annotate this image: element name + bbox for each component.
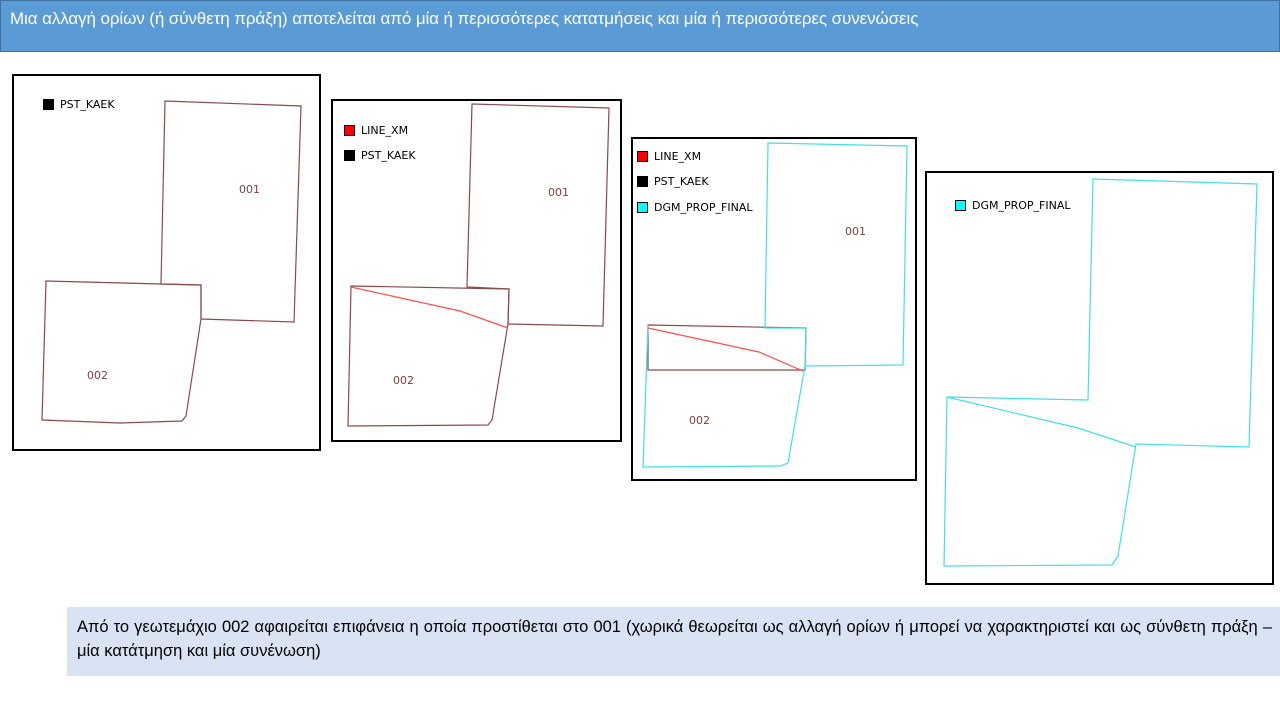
legend-swatch-icon [637, 202, 648, 213]
parcel-label-002: 002 [393, 374, 414, 387]
legend-label: LINE_XM [361, 124, 409, 137]
legend-label: PST_KAEK [654, 175, 709, 188]
legend-item-pst-kaek: PST_KAEK [43, 98, 115, 111]
panel-proposed-overlay [631, 137, 917, 481]
legend-swatch-icon [344, 125, 355, 136]
legend-item-line-xm: LINE_XM [344, 124, 408, 137]
legend-swatch-icon [344, 150, 355, 161]
parcel-label-001: 001 [239, 183, 260, 196]
legend-swatch-icon [637, 176, 648, 187]
panel-final-result [925, 171, 1274, 585]
explanation-note: Από το γεωτεμάχιο 002 αφαιρείται επιφάνε… [67, 607, 1280, 676]
legend-label: LINE_XM [654, 150, 702, 163]
parcel-label-002: 002 [87, 369, 108, 382]
legend-swatch-icon [955, 200, 966, 211]
parcel-label-002: 002 [689, 414, 710, 427]
panel-initial-parcels [12, 74, 321, 451]
legend-item-pst-kaek: PST_KAEK [637, 175, 709, 188]
legend-item-pst-kaek: PST_KAEK [344, 149, 416, 162]
legend-label: PST_KAEK [60, 98, 115, 111]
parcel-label-001: 001 [845, 225, 866, 238]
legend-swatch-icon [637, 151, 648, 162]
legend-label: DGM_PROP_FINAL [972, 199, 1071, 212]
legend-item-dgm-prop-final: DGM_PROP_FINAL [637, 201, 753, 214]
title-bar: Μια αλλαγή ορίων (ή σύνθετη πράξη) αποτε… [0, 0, 1280, 52]
legend-item-dgm-prop-final: DGM_PROP_FINAL [955, 199, 1071, 212]
legend-item-line-xm: LINE_XM [637, 150, 701, 163]
legend-label: PST_KAEK [361, 149, 416, 162]
legend-swatch-icon [43, 99, 54, 110]
parcel-label-001: 001 [548, 186, 569, 199]
slide-title: Μια αλλαγή ορίων (ή σύνθετη πράξη) αποτε… [10, 9, 919, 28]
explanation-text: Από το γεωτεμάχιο 002 αφαιρείται επιφάνε… [77, 618, 1272, 660]
legend-label: DGM_PROP_FINAL [654, 201, 753, 214]
